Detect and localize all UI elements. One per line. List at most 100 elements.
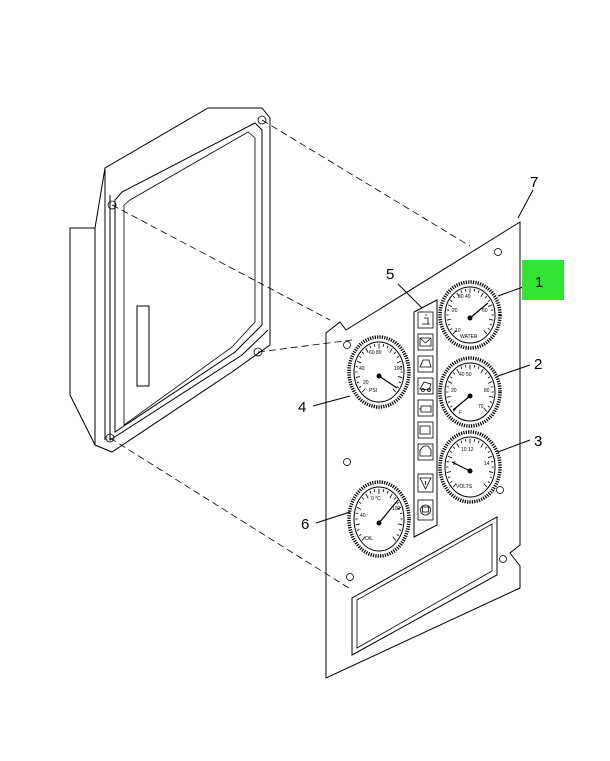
indicator-light-9 [417, 499, 434, 521]
callout-5[interactable]: 5 [386, 266, 394, 283]
gauge-tick [477, 440, 480, 444]
gauge-tick [392, 388, 397, 393]
gauge-2-ticks [446, 364, 494, 412]
leader-1 [497, 286, 524, 297]
gauge-tick [361, 351, 365, 355]
gauge-tick [356, 360, 362, 364]
gauge-tick [365, 348, 369, 353]
svg-text:40: 40 [359, 366, 365, 372]
gauge-tick [450, 481, 453, 484]
gauge-tick [386, 345, 389, 349]
leader-3 [497, 439, 531, 453]
callout-4[interactable]: 4 [298, 399, 306, 416]
gauge-tick [446, 396, 451, 398]
gauge-tick [490, 386, 494, 388]
gauge-tick [393, 351, 397, 355]
projection-lines [109, 119, 471, 591]
svg-text:20: 20 [451, 388, 457, 394]
svg-text:PSI: PSI [369, 388, 377, 394]
gauge-tick [369, 490, 372, 494]
callout-7[interactable]: 7 [530, 174, 538, 191]
gauge-tick [393, 497, 397, 500]
gauge-tick [355, 523, 360, 526]
gauge-4-ticks [355, 343, 403, 393]
svg-text:VOLTS: VOLTS [456, 484, 473, 490]
svg-text:40: 40 [360, 513, 366, 519]
gauge-tick [483, 407, 488, 412]
gauge-tick [487, 328, 490, 331]
indicator-light-1 [417, 311, 434, 329]
gauge-tick [396, 501, 400, 505]
gauge-tick [359, 355, 362, 358]
gauge-tick [396, 507, 402, 510]
svg-text:80: 80 [484, 388, 490, 394]
gauge-tick [484, 295, 488, 299]
gauge-tick [369, 345, 372, 349]
leader-6 [315, 511, 351, 524]
gauge-tick [480, 368, 484, 374]
indicator-light-3 [417, 355, 434, 373]
svg-text:20: 20 [452, 308, 458, 314]
gauge-2: 40 50 20 80 70 F [438, 356, 502, 428]
callout-1-highlight[interactable] [522, 260, 564, 300]
gauge-tick [446, 318, 451, 321]
gauge-tick [450, 328, 453, 331]
gauge-tick [356, 507, 362, 510]
gauge-6: 0 °C 40 100 OIL [347, 480, 411, 558]
indicator-light-strip [413, 299, 438, 538]
gauge-tick [490, 461, 494, 463]
callout-6[interactable]: 6 [301, 516, 309, 533]
svg-text:40 50: 40 50 [459, 372, 472, 378]
gauge-tick [450, 405, 453, 408]
gauge-tick [361, 497, 365, 500]
gauge-tick [396, 355, 399, 358]
gauge-tick [487, 376, 490, 379]
gauge-tick [477, 290, 480, 293]
indicator-light-4 [417, 377, 434, 395]
gauge-tick [456, 443, 460, 448]
svg-text:60: 60 [482, 308, 488, 314]
svg-text:10: 10 [455, 328, 461, 334]
gauge-tick [452, 407, 457, 412]
gauge-tick [398, 381, 402, 384]
gauge-tick [489, 318, 494, 321]
svg-text:0 °C: 0 °C [371, 496, 381, 502]
gauge-tick [446, 461, 450, 463]
gauge-tick [361, 388, 366, 393]
gauge-tick [447, 455, 453, 459]
gauge-tick [489, 471, 494, 473]
svg-text:F: F [459, 410, 462, 416]
gauge-tick [355, 366, 359, 368]
gauge-tick [480, 292, 484, 298]
callout-2[interactable]: 2 [534, 356, 542, 373]
leader-4 [312, 395, 351, 407]
leader-lines [312, 189, 534, 524]
front-panel [325, 221, 521, 679]
gauge-tick [398, 376, 403, 378]
gauge-tick [456, 368, 460, 374]
gauge-tick [399, 512, 403, 515]
gauge-tick [460, 366, 463, 370]
gauge-tick [386, 490, 389, 494]
gauge-tick [356, 529, 360, 531]
gauge-tick [489, 401, 493, 403]
gauge-tick [447, 401, 451, 403]
svg-text:WATER: WATER [460, 334, 478, 340]
indicator-light-7 [417, 443, 434, 461]
gauge-1: 30 40 20 60 10 WATER [438, 280, 502, 350]
gauge-tick [484, 372, 488, 375]
gauge-tick [356, 381, 360, 384]
gauge-tick [487, 455, 493, 459]
callout-1[interactable]: 1 [535, 274, 543, 291]
indicator-light-8 [417, 473, 434, 493]
gauge-3: 10 12 8 14 VOLTS [438, 430, 502, 504]
gauge-tick [447, 323, 451, 326]
gauge-tick [487, 304, 493, 308]
svg-text:10 12: 10 12 [461, 447, 474, 453]
gauge-tick [452, 446, 456, 450]
gauge-tick [487, 381, 493, 384]
gauge-tick [365, 493, 369, 499]
leader-2 [497, 364, 531, 377]
callout-3[interactable]: 3 [534, 433, 542, 450]
